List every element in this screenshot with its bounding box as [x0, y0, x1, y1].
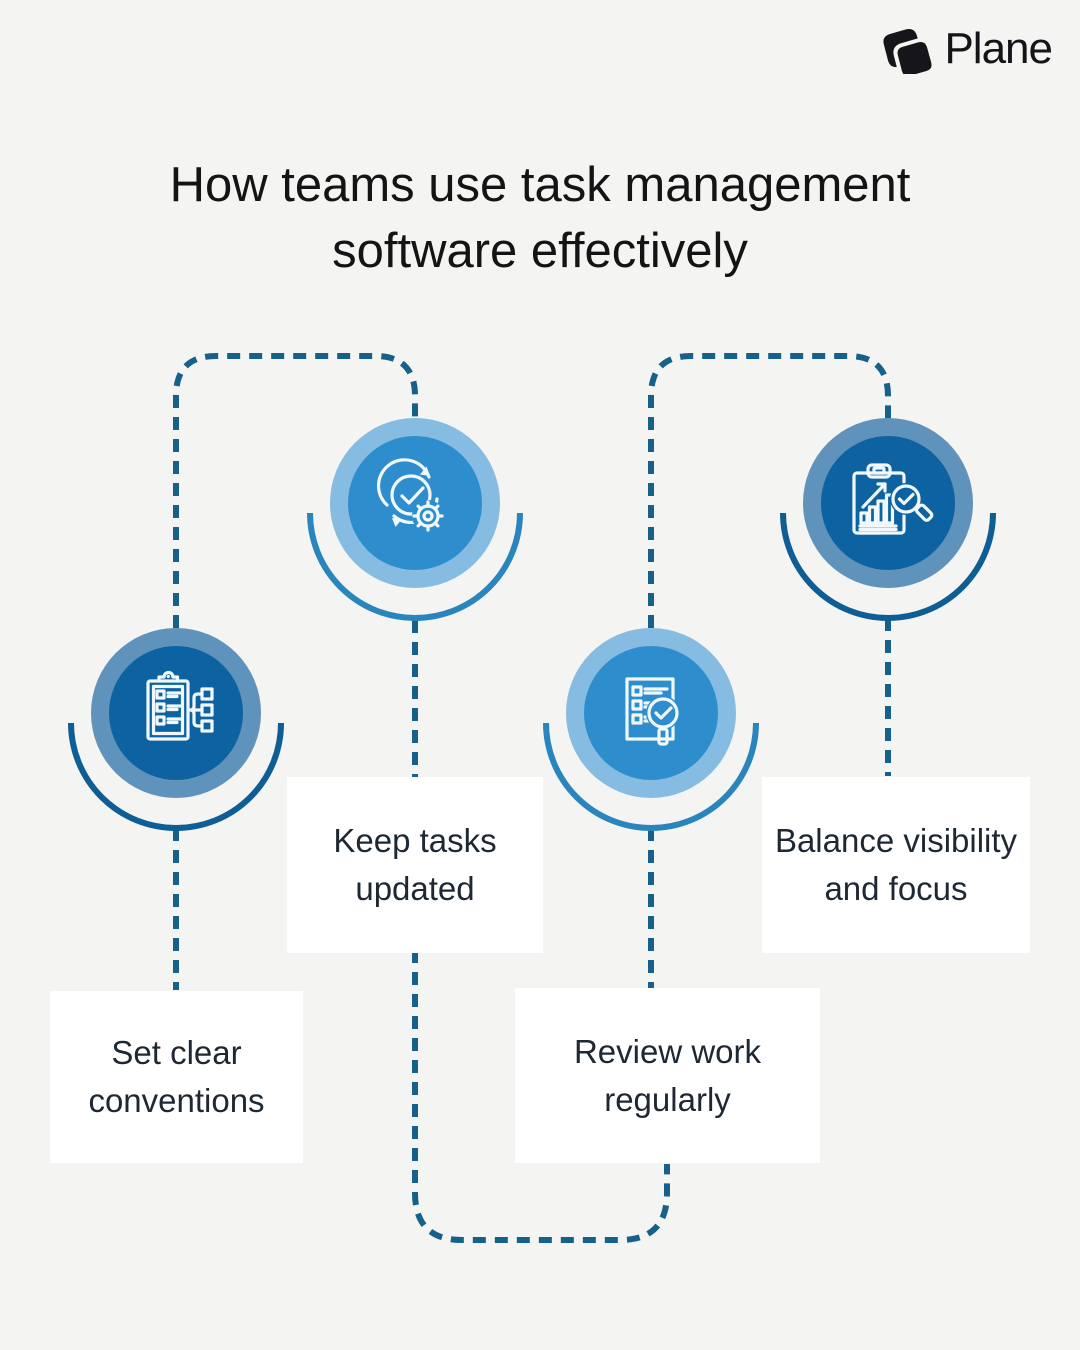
under-arc	[68, 722, 284, 831]
step-label-balance-visibility-focus: Balance visibility and focus	[762, 777, 1030, 953]
step-circle-set-clear-conventions	[56, 603, 296, 853]
plane-logo: Plane	[876, 24, 1053, 74]
connector-top-right	[648, 353, 891, 628]
label-line: conventions	[88, 1082, 265, 1119]
under-arc	[307, 512, 523, 621]
label-line: Review work	[573, 1032, 762, 1070]
label-line: and focus	[824, 870, 968, 907]
step-circle-keep-tasks-updated	[295, 393, 535, 643]
label-line: Set clear	[111, 1034, 242, 1071]
refresh-check-gear-icon	[376, 458, 444, 532]
page-title-line1: How teams use task management	[169, 158, 911, 212]
step-circle-review-work-regularly	[531, 603, 771, 853]
label-line: Keep tasks	[333, 822, 497, 859]
label-line: updated	[355, 870, 475, 907]
under-arc	[780, 512, 996, 621]
label-line: Balance visibility	[774, 822, 1018, 859]
clipboard-checklist-hierarchy-icon	[146, 670, 214, 741]
page-title: How teams use task management software e…	[0, 152, 1080, 284]
connector-top-left	[173, 353, 418, 628]
label-line: regularly	[604, 1080, 731, 1118]
step-label-set-clear-conventions: Set clear conventions	[50, 991, 303, 1163]
checklist-magnifier-check-icon	[625, 677, 680, 746]
step-label-keep-tasks-updated: Keep tasks updated	[287, 777, 543, 953]
step-label-review-work-regularly: Review work regularly	[515, 988, 820, 1163]
plane-logo-icon	[883, 28, 935, 74]
step-circle-balance-visibility-focus	[768, 393, 1008, 643]
under-arc	[543, 722, 759, 831]
report-chart-magnifier-icon	[852, 463, 934, 535]
page-title-line2: software effectively	[332, 224, 748, 278]
connector-col2-bottom-u	[412, 620, 670, 1243]
brand-name: Plane	[944, 24, 1053, 73]
